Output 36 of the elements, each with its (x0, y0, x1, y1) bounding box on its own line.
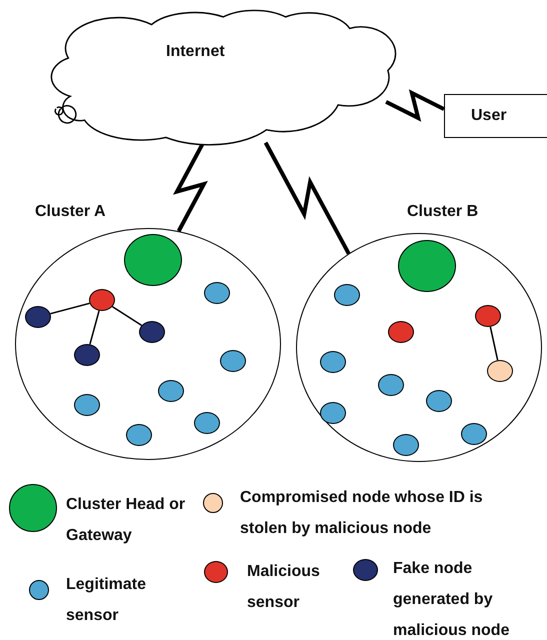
legend-label: Cluster Head or Gateway (66, 495, 186, 546)
lightning-link (385, 89, 445, 122)
node-circle (378, 374, 404, 396)
node-circle (139, 321, 165, 343)
node-circle (320, 402, 346, 424)
lightning-link (173, 144, 208, 232)
node-circle (320, 351, 346, 373)
node-circle (426, 390, 452, 412)
legend-label: Compromised node whose ID is stolen by malicious node (240, 488, 484, 539)
node-circle (25, 306, 51, 328)
node-circle (158, 380, 184, 402)
cluster-heading: Cluster A (35, 203, 106, 221)
link-line (490, 326, 498, 360)
legend-label: Fake node generated by malicious node (393, 559, 510, 640)
link-line (112, 306, 142, 326)
node-circle (393, 434, 419, 456)
lightning-link (264, 142, 350, 254)
node-circle (74, 344, 100, 366)
user-box: User (444, 94, 547, 138)
legend-label: Malicious sensor (247, 562, 321, 613)
node-circle (334, 284, 360, 306)
legend-label: Legitimate sensor (66, 575, 148, 626)
node-circle (388, 321, 414, 343)
node-circle (487, 360, 513, 382)
node-circle (89, 289, 115, 311)
node-circle (220, 350, 246, 372)
link-line (50, 302, 90, 314)
node-circle (194, 412, 220, 434)
cluster-heading: Cluster B (407, 203, 478, 221)
node-circle (126, 424, 152, 446)
node-circle (204, 282, 230, 304)
node-circle (74, 394, 100, 416)
node-circle (461, 423, 487, 445)
node-circle (475, 305, 501, 327)
cloud-label: Internet (166, 43, 225, 61)
link-line (89, 310, 100, 344)
